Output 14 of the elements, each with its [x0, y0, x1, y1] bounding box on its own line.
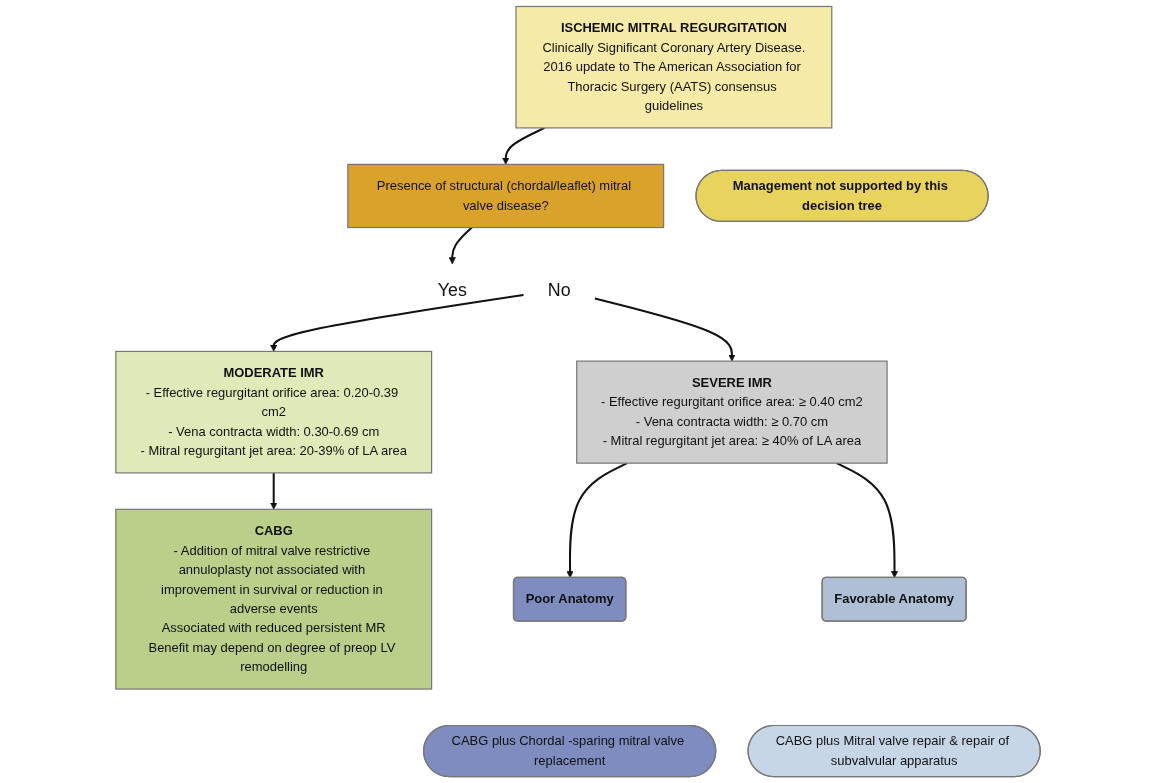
- node-box: [515, 5, 833, 129]
- node-text: Yes: [437, 279, 467, 300]
- arrow: [270, 472, 278, 510]
- arrow: [836, 462, 899, 579]
- node-box: [115, 508, 433, 690]
- node-text: No: [547, 279, 571, 300]
- arrow: [502, 127, 545, 165]
- node-box: [347, 163, 665, 229]
- arrow: [448, 226, 473, 265]
- node-box: [576, 360, 888, 464]
- arrow: [594, 297, 736, 362]
- arrow: [566, 462, 628, 579]
- arrow: [270, 293, 524, 352]
- node-box: [115, 350, 433, 474]
